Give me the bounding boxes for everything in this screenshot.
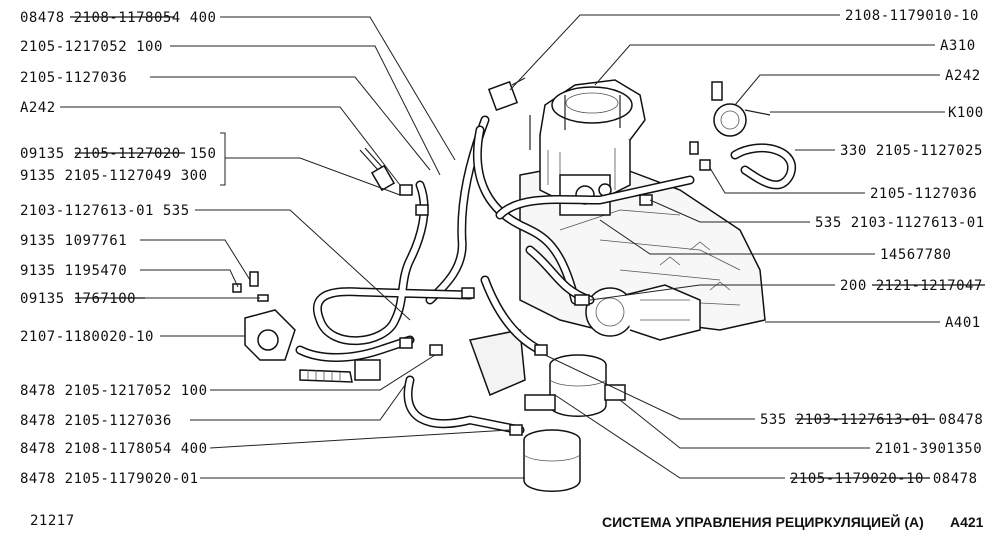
label-right-5: 330 2105-1127025 bbox=[840, 143, 983, 159]
label-left-13: 8478 2105-1127036 bbox=[20, 413, 172, 429]
label-right-6: 2105-1127036 bbox=[870, 186, 977, 202]
label-left-15: 8478 2105-1179020-01 bbox=[20, 471, 199, 487]
label-right-7: 535 2103-1127613-01 bbox=[815, 215, 985, 231]
label-left-11: 2107-1180020-10 bbox=[20, 329, 154, 345]
label-right-1: 2108-1179010-10 bbox=[845, 8, 979, 24]
label-left-6: 9135 2105-1127049 300 bbox=[20, 168, 208, 184]
label-left-7: 2103-1127613-01 535 bbox=[20, 203, 190, 219]
components bbox=[232, 77, 771, 492]
page-title: СИСТЕМА УПРАВЛЕНИЯ РЕЦИРКУЛЯЦИЕЙ (А) bbox=[602, 513, 924, 530]
labels-left: 08478 2108-1178054 400 2105-1217052 100 … bbox=[20, 10, 216, 487]
footer: 21217 СИСТЕМА УПРАВЛЕНИЯ РЕЦИРКУЛЯЦИЕЙ (… bbox=[30, 513, 984, 530]
label-left-2: 2105-1217052 100 bbox=[20, 39, 163, 55]
label-left-3: 2105-1127036 bbox=[20, 70, 127, 86]
label-left-14: 8478 2108-1178054 400 bbox=[20, 441, 208, 457]
label-right-9: 200 2121-1217047 bbox=[840, 278, 983, 294]
page-number: A421 bbox=[950, 514, 984, 530]
vacuum-hoses bbox=[295, 115, 796, 435]
label-left-12: 8478 2105-1217052 100 bbox=[20, 383, 208, 399]
label-right-10: A401 bbox=[945, 315, 981, 331]
label-right-11: 535 2103-1127613-01 08478 bbox=[760, 412, 983, 428]
label-right-3: A242 bbox=[945, 68, 981, 84]
label-right-2: A310 bbox=[940, 38, 976, 54]
model-code: 21217 bbox=[30, 513, 75, 529]
leader-lines bbox=[60, 14, 945, 479]
label-left-10: 09135 1767100 bbox=[20, 291, 136, 307]
label-right-8: 14567780 bbox=[880, 247, 951, 263]
label-left-9: 9135 1195470 bbox=[20, 263, 127, 279]
label-left-1: 08478 2108-1178054 400 bbox=[20, 10, 216, 26]
label-left-5: 09135 2105-1127020 150 bbox=[20, 146, 216, 162]
label-right-4: K100 bbox=[948, 105, 984, 121]
labels-right: 2108-1179010-10 A310 A242 K100 330 2105-… bbox=[760, 8, 985, 487]
label-right-13: 2105-1179020-10 08478 bbox=[790, 471, 978, 487]
label-left-4: A242 bbox=[20, 100, 56, 116]
label-right-12: 2101-3901350 bbox=[875, 441, 982, 457]
label-left-8: 9135 1097761 bbox=[20, 233, 127, 249]
